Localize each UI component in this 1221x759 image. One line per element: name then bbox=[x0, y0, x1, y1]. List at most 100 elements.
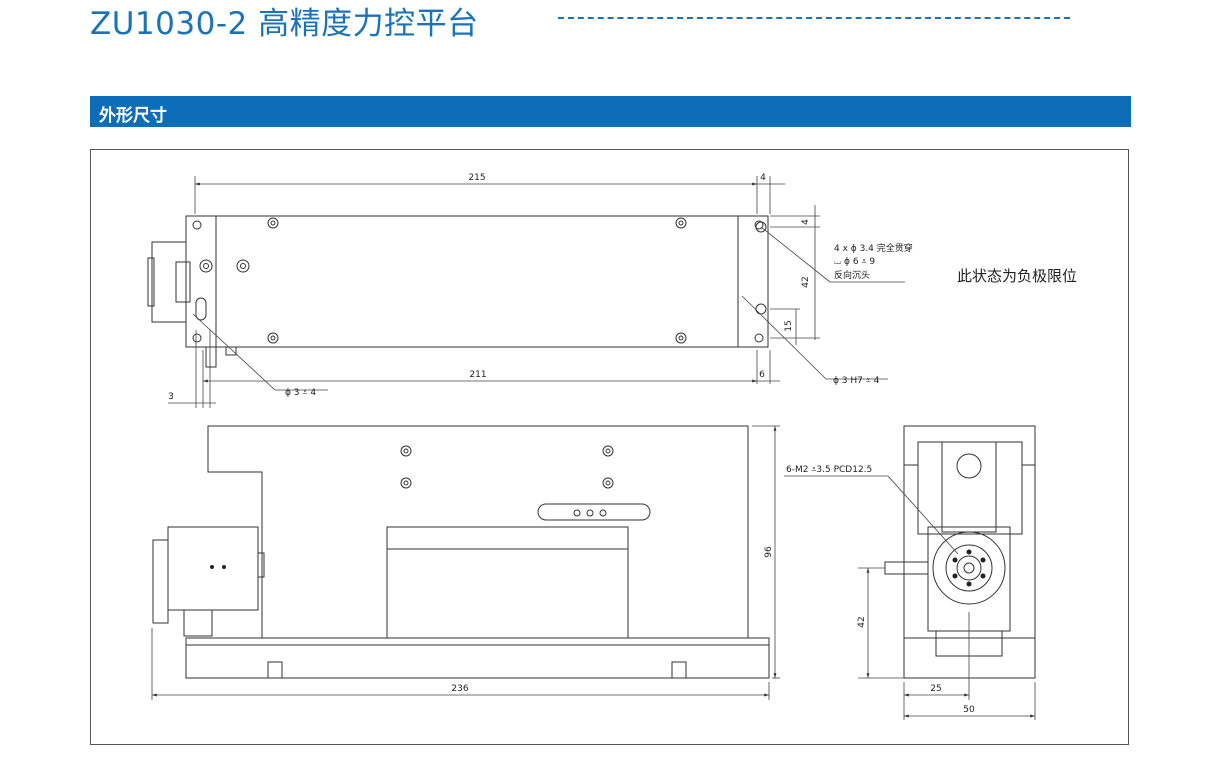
end-view-flange-outer bbox=[932, 531, 1006, 605]
top-view-screw-6-inner bbox=[240, 263, 246, 269]
top-view-slot-tab bbox=[205, 346, 217, 368]
side-view-motor-shaft bbox=[257, 552, 265, 578]
side-view-motor-dot-1 bbox=[210, 565, 214, 569]
end-view-thread-holes bbox=[952, 549, 986, 587]
side-view-screw-2 bbox=[602, 445, 614, 457]
end-view-motor-circle bbox=[956, 453, 982, 479]
end-view-shaft bbox=[884, 561, 929, 575]
top-view-screw-5 bbox=[199, 259, 213, 273]
thread-hole-1 bbox=[966, 549, 972, 555]
end-view-center-plate bbox=[941, 441, 997, 533]
side-view-screw-4 bbox=[602, 477, 614, 489]
top-view bbox=[147, 215, 769, 368]
callout-small-hole: ϕ 3 ⩡ 4 bbox=[285, 388, 316, 398]
top-view-hole-br bbox=[754, 333, 764, 343]
dim-label-96: 96 bbox=[764, 546, 774, 558]
top-view-screw-1-inner bbox=[270, 220, 276, 226]
side-view-carriage bbox=[386, 526, 629, 550]
section-header-bar: 外形尺寸 bbox=[90, 96, 1131, 127]
side-view-base bbox=[185, 637, 770, 679]
callout-thread: 6-M2 ⩡3.5 PCD12.5 bbox=[786, 465, 872, 475]
side-view-scale-dot-1 bbox=[573, 509, 581, 517]
callout-through-hole-line3: 反向沉头 bbox=[834, 269, 870, 281]
dim-label-6: 6 bbox=[759, 370, 765, 380]
side-view-scale-dot-3 bbox=[599, 509, 607, 517]
side-view-scale-dot-2 bbox=[586, 509, 594, 517]
top-view-screw-2 bbox=[267, 332, 279, 344]
top-view-motor-flange bbox=[175, 261, 191, 303]
side-view-motor-cap bbox=[152, 539, 169, 624]
side-view-bracket bbox=[183, 609, 213, 637]
side-view-foot-2 bbox=[671, 661, 687, 679]
top-view-screw-3-inner bbox=[678, 220, 684, 226]
end-view-base bbox=[903, 637, 1036, 679]
dim-label-42-end: 42 bbox=[857, 616, 867, 627]
top-view-hole-tr bbox=[754, 220, 764, 230]
side-view-screw-3-inner bbox=[403, 480, 409, 486]
status-note: 此状态为负极限位 bbox=[957, 267, 1077, 285]
side-view-scale-slot bbox=[537, 503, 651, 521]
side-view-screw-4-inner bbox=[605, 480, 611, 486]
top-view-hole-bl bbox=[192, 333, 202, 343]
end-view bbox=[884, 425, 1036, 679]
side-view-screw-1 bbox=[400, 445, 412, 457]
side-view-body bbox=[207, 425, 749, 639]
side-view-screw-1-inner bbox=[403, 448, 409, 454]
top-view-dimensions bbox=[168, 176, 905, 408]
end-view-flange-inner bbox=[956, 555, 982, 581]
top-view-motor-cap bbox=[147, 257, 155, 307]
dim-label-25: 25 bbox=[930, 684, 941, 694]
side-view-screw-3 bbox=[400, 477, 412, 489]
side-view-screw-2-inner bbox=[605, 448, 611, 454]
side-view-motor-dot-2 bbox=[222, 565, 226, 569]
section-header-label: 外形尺寸 bbox=[99, 106, 167, 126]
top-view-body bbox=[185, 215, 769, 348]
page-title-text: ZU1030-2 高精度力控平台 bbox=[90, 5, 479, 42]
side-view-dim-labels: 96 236 bbox=[451, 546, 774, 694]
end-view-dimensions bbox=[784, 475, 1036, 720]
callout-through-hole-line1: 4 x ϕ 3.4 完全贯穿 bbox=[834, 242, 913, 254]
dim-label-4-side: 4 bbox=[801, 219, 811, 225]
dim-label-3: 3 bbox=[168, 392, 174, 402]
top-view-through-hole bbox=[755, 221, 767, 233]
side-view bbox=[152, 425, 770, 679]
page-title: ZU1030-2 高精度力控平台 bbox=[90, 0, 479, 42]
side-view-foot-1 bbox=[267, 661, 283, 679]
dim-label-15: 15 bbox=[784, 320, 794, 331]
top-view-screw-3 bbox=[675, 217, 687, 229]
callout-through-hole-line2: ⌴ ϕ 6 ⩡ 9 bbox=[834, 257, 875, 267]
drawing-frame bbox=[90, 149, 1129, 745]
dim-label-4-top: 4 bbox=[760, 173, 766, 183]
top-view-screw-2-inner bbox=[270, 335, 276, 341]
end-view-flange-center bbox=[963, 562, 975, 574]
thread-hole-4 bbox=[966, 581, 972, 587]
thread-hole-5 bbox=[952, 573, 958, 579]
end-view-dim-labels: 6-M2 ⩡3.5 PCD12.5 42 25 50 bbox=[786, 465, 975, 715]
top-view-screw-6 bbox=[236, 259, 250, 273]
dim-label-50: 50 bbox=[963, 705, 975, 715]
leader-thread bbox=[887, 475, 959, 555]
thread-hole-6 bbox=[952, 557, 958, 563]
top-view-screw-1 bbox=[267, 217, 279, 229]
top-view-dim-labels: 215 4 4 42 15 211 6 3 4 x ϕ 3.4 完全贯穿 ⌴ ϕ… bbox=[168, 173, 913, 402]
leader-small-hole bbox=[192, 313, 276, 391]
side-view-dimensions bbox=[151, 425, 780, 700]
top-view-screw-4-inner bbox=[678, 335, 684, 341]
top-view-slot bbox=[195, 297, 207, 321]
thread-hole-3 bbox=[980, 573, 986, 579]
leader-pin-hole bbox=[741, 295, 827, 380]
title-dashed-rule bbox=[558, 17, 1070, 19]
top-view-screw-4 bbox=[675, 332, 687, 344]
dim-label-215: 215 bbox=[468, 173, 485, 183]
top-view-small-tab bbox=[225, 346, 237, 356]
top-view-pin-hole bbox=[755, 303, 767, 315]
end-view-flange-mid bbox=[945, 544, 993, 592]
thread-hole-2 bbox=[980, 557, 986, 563]
end-view-upper-block bbox=[917, 441, 1023, 535]
dim-label-211: 211 bbox=[469, 370, 486, 380]
top-view-hole-tl bbox=[192, 220, 202, 230]
dim-label-42: 42 bbox=[801, 276, 811, 287]
dim-label-236: 236 bbox=[451, 684, 468, 694]
leader-through-hole bbox=[760, 226, 831, 283]
